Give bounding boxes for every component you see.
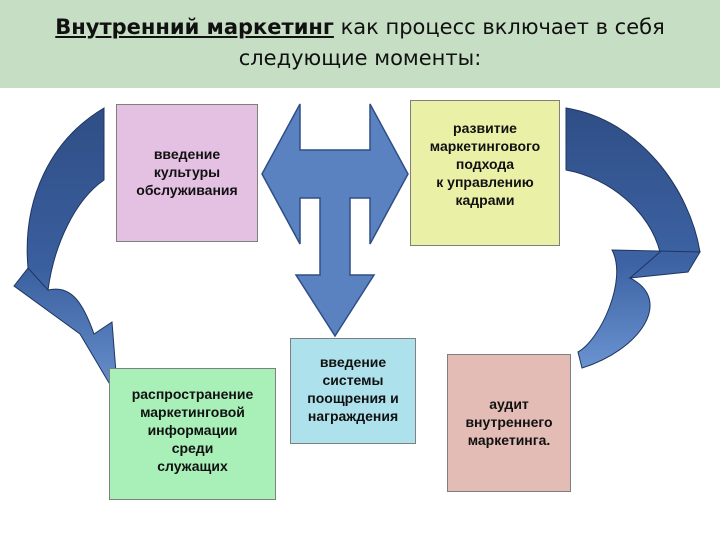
approach-line: подхода: [455, 156, 515, 172]
rewards-line: награждения: [307, 408, 399, 424]
info-line: маркетинговой: [140, 404, 245, 420]
center-arrow: [261, 103, 409, 338]
audit-line: внутреннего: [465, 414, 553, 430]
rewards-box: введение системы поощрения и награждения: [290, 338, 416, 444]
right-curved-arrow: [565, 107, 701, 369]
approach-line: к управлению: [436, 174, 534, 190]
title-rest-text: как процесс включает в себя: [333, 15, 665, 39]
culture-box: введение культуры обслуживания: [116, 104, 258, 242]
title-line-1: Внутренний маркетинг как процесс включае…: [0, 12, 720, 43]
slide-title: Внутренний маркетинг как процесс включае…: [0, 0, 720, 88]
left-curved-arrow: [13, 107, 119, 399]
info-line: распространение: [131, 386, 254, 402]
info-box: распространение маркетинговой информации…: [109, 368, 276, 500]
culture-line: обслуживания: [136, 182, 238, 198]
approach-line: развитие: [453, 120, 517, 136]
culture-line: введение: [153, 146, 221, 162]
audit-box: аудит внутреннего маркетинга.: [447, 354, 571, 492]
rewards-line: введение: [319, 354, 387, 370]
info-line: информации: [147, 422, 238, 438]
title-line-2: следующие моменты:: [238, 46, 482, 70]
title-bold-text: Внутренний маркетинг: [55, 15, 334, 39]
audit-line: маркетинга.: [467, 432, 551, 448]
approach-line: маркетингового: [429, 138, 541, 154]
rewards-line: поощрения и: [307, 390, 399, 406]
info-line: служащих: [157, 458, 228, 474]
info-line: среди: [171, 440, 214, 456]
culture-line: культуры: [153, 164, 221, 180]
audit-line: аудит: [489, 396, 529, 412]
approach-box: развитие маркетингового подхода к управл…: [410, 100, 560, 246]
approach-line: кадрами: [455, 192, 515, 208]
rewards-line: системы: [322, 372, 384, 388]
